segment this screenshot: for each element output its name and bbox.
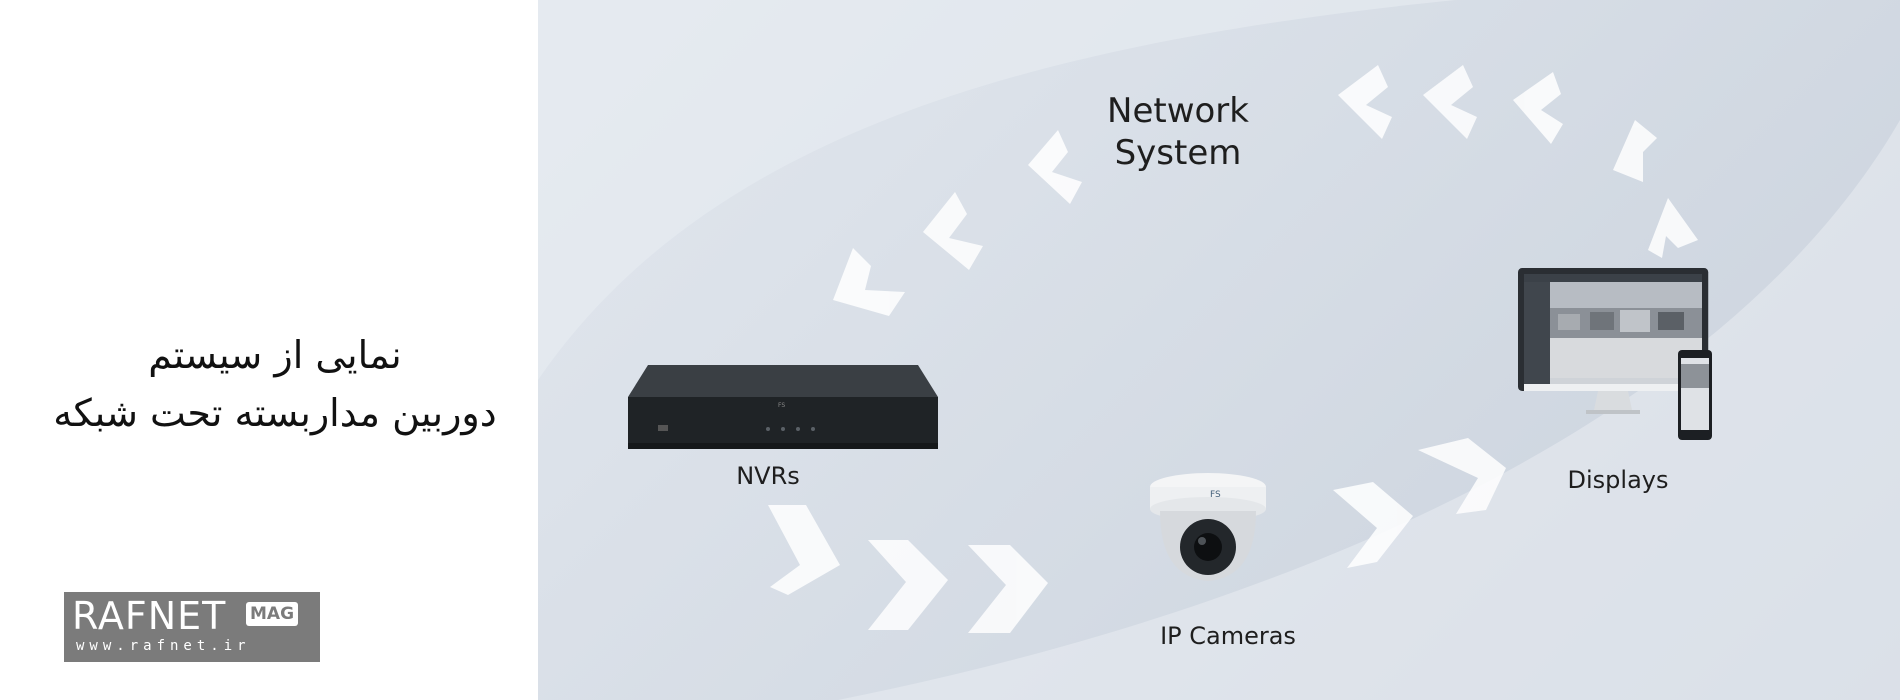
chevron-up-icon [1648, 198, 1698, 258]
chevron-left-icon [833, 248, 905, 316]
ip-camera-device: FS [1150, 473, 1266, 581]
chevron-right-icon [868, 540, 948, 630]
displays-device [1518, 268, 1712, 440]
left-panel: نمایی از سیستم دوربین مداربسته تحت شبکه … [0, 0, 538, 700]
caption-line-1: نمایی از سیستم [148, 333, 402, 377]
label-ip-cameras: IP Cameras [1160, 622, 1296, 650]
network-diagram: Network System FS NVRs FS IP Cameras [538, 0, 1900, 700]
arrow-chevrons-bottom [768, 438, 1506, 633]
chevron-up-icon [1613, 120, 1657, 182]
caption: نمایی از سیستم دوربین مداربسته تحت شبکه [40, 326, 510, 442]
rafnet-logo: RAFNET MAG www.rafnet.ir [64, 592, 320, 662]
chevron-right-icon [768, 505, 840, 595]
arrow-chevrons-top [1338, 65, 1563, 144]
title-line-1: Network [1107, 91, 1249, 131]
label-displays: Displays [1567, 466, 1669, 494]
camera-brand: FS [1210, 490, 1221, 500]
chevron-right-icon [1418, 438, 1506, 514]
nvr-brand-mark: FS [778, 402, 785, 409]
chevron-right-icon [1333, 482, 1413, 568]
title-line-2: System [1114, 133, 1242, 173]
diagram-background [538, 0, 1900, 700]
logo-badge: MAG [246, 602, 299, 626]
logo-url: www.rafnet.ir [76, 638, 251, 654]
caption-line-2: دوربین مداربسته تحت شبکه [53, 391, 497, 435]
chevron-left-icon [1513, 72, 1563, 144]
chevron-left-icon [1423, 65, 1477, 139]
nvr-device: FS [628, 365, 938, 449]
chevron-left-icon [1338, 65, 1392, 139]
logo-main-text: RAFNET [72, 594, 227, 638]
chevron-right-icon [968, 545, 1048, 633]
network-system-title: Network System [1058, 90, 1298, 174]
arrow-chevrons-right [1613, 120, 1698, 258]
chevron-left-icon [1028, 130, 1082, 204]
label-nvrs: NVRs [736, 462, 800, 490]
chevron-left-icon [923, 192, 983, 270]
arrow-chevrons-left [833, 130, 1082, 316]
